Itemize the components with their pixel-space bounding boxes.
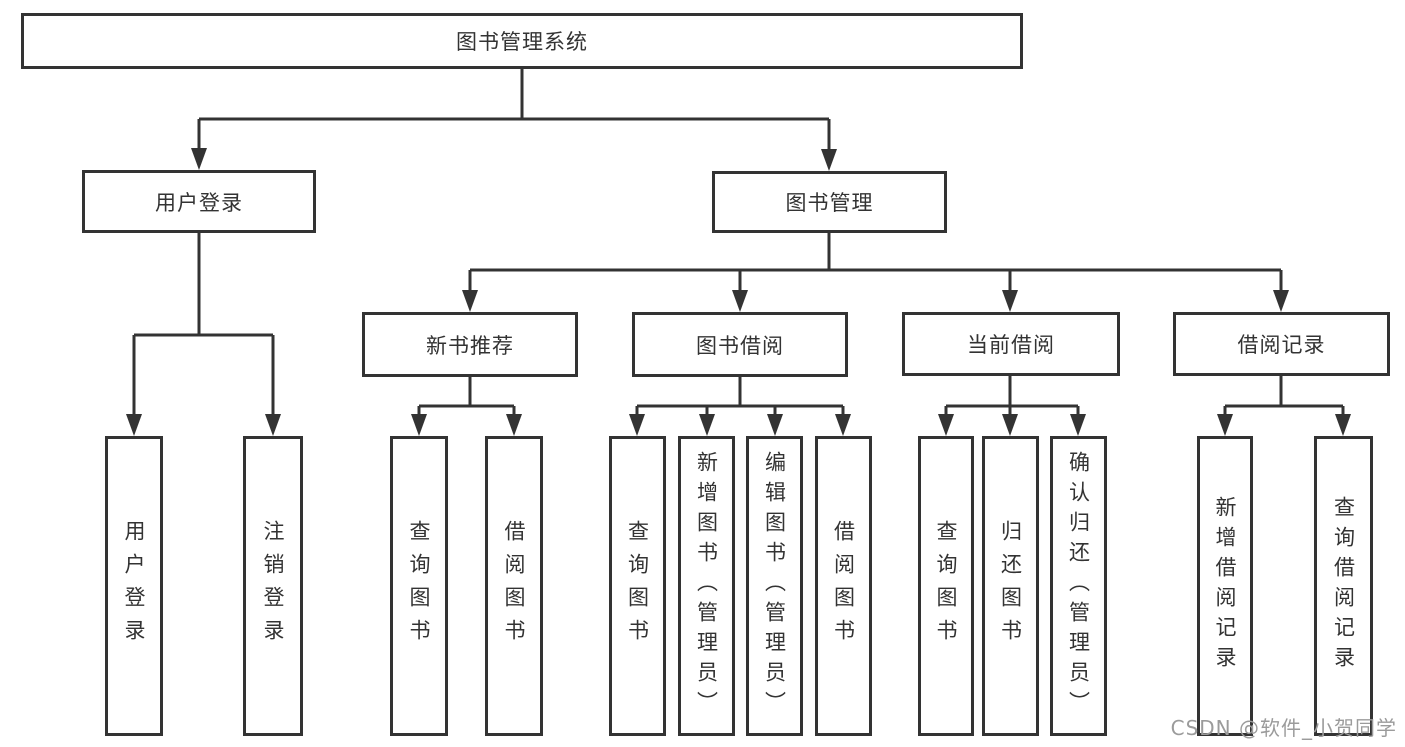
leaf-label: 编辑图书（管理员） [762,451,787,721]
leaf-query-borrow-record: 查询借阅记录 [1314,436,1373,736]
leaf-label: 查询图书 [934,520,958,652]
connector-new-book-children [411,377,522,436]
connector-current-borrow-children [938,376,1086,436]
connector-root-to-level2 [191,69,837,171]
node-label: 新书推荐 [426,333,514,358]
connector-book-borrow-children [629,377,851,436]
leaf-label: 用户登录 [122,520,146,652]
node-label: 图书借阅 [696,333,784,358]
node-label: 图书管理 [785,191,874,215]
node-user-login: 用户登录 [82,170,316,233]
node-label: 用户登录 [155,190,243,215]
leaf-label: 注销登录 [261,520,285,652]
leaf-user-login: 用户登录 [105,436,163,736]
leaf-add-borrow-record: 新增借阅记录 [1197,436,1253,736]
leaf-edit-book-admin: 编辑图书（管理员） [746,436,803,736]
leaf-label: 新增图书（管理员） [694,451,719,721]
leaf-label: 归还图书 [998,520,1023,652]
leaf-label: 借阅图书 [502,520,526,652]
node-label: 借阅记录 [1237,333,1326,357]
leaf-label: 查询图书 [625,520,650,652]
connector-book-mgmt-children [462,233,1289,312]
leaf-query-books-recommendation: 查询图书 [390,436,448,736]
leaf-query-books-current: 查询图书 [918,436,974,736]
node-label: 当前借阅 [967,333,1055,357]
leaf-borrow-books-recommendation: 借阅图书 [485,436,543,736]
node-new-book-recommendation: 新书推荐 [362,312,578,377]
csdn-watermark: CSDN @软件_小贺同学 [1170,716,1397,740]
leaf-confirm-return-admin: 确认归还（管理员） [1050,436,1107,736]
leaf-borrow-book: 借阅图书 [815,436,872,736]
leaf-label: 确认归还（管理员） [1066,451,1091,721]
node-book-borrowing: 图书借阅 [632,312,848,377]
leaf-logout: 注销登录 [243,436,303,736]
node-current-borrowing: 当前借阅 [902,312,1120,376]
node-library-management-system: 图书管理系统 [21,13,1023,69]
leaf-label: 借阅图书 [831,520,856,652]
leaf-query-books-borrowing: 查询图书 [609,436,666,736]
node-borrowing-records: 借阅记录 [1173,312,1390,376]
connector-user-login-children [126,233,281,436]
connector-borrow-records-children [1217,376,1351,436]
leaf-label: 查询图书 [407,520,431,652]
node-label: 图书管理系统 [456,30,588,54]
node-book-management: 图书管理 [712,171,947,233]
leaf-label: 查询借阅记录 [1331,496,1356,676]
leaf-add-book-admin: 新增图书（管理员） [678,436,735,736]
leaf-label: 新增借阅记录 [1213,496,1237,676]
leaf-return-book: 归还图书 [982,436,1039,736]
